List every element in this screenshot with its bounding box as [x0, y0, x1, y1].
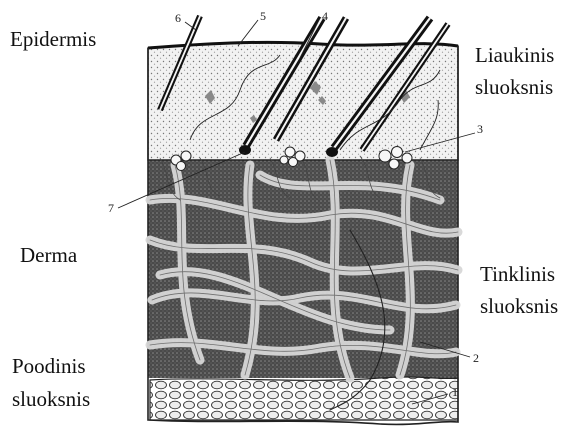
- marker-6: 6: [175, 11, 181, 25]
- marker-1: 1: [452, 385, 458, 399]
- epidermis-layer: [148, 42, 458, 160]
- subcutaneous-fat-layer: [150, 377, 458, 420]
- marker-7: 7: [108, 201, 114, 215]
- marker-2: 2: [473, 351, 479, 365]
- marker-5: 5: [260, 9, 266, 23]
- marker-3: 3: [477, 122, 483, 136]
- marker-4: 4: [322, 9, 328, 23]
